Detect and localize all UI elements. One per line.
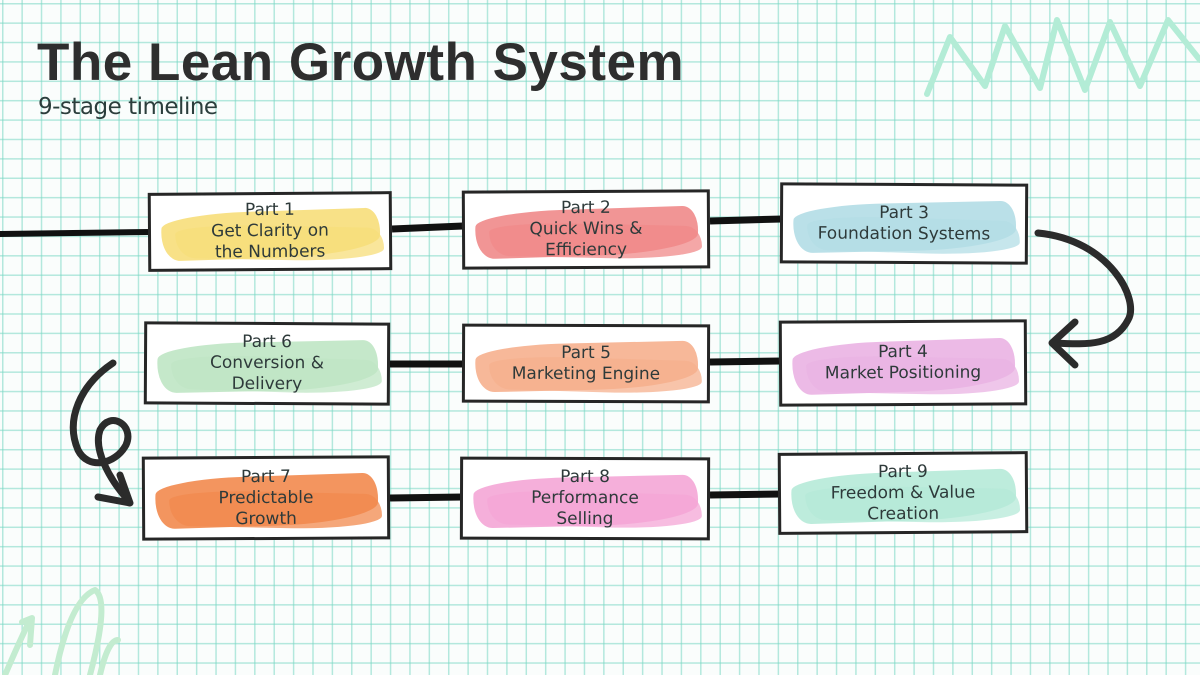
swirl-decoration xyxy=(2,587,121,675)
stage-part-label: Part 9 xyxy=(877,461,928,482)
stage-card-5[interactable]: Part 5 Marketing Engine xyxy=(461,323,711,404)
stage-part-label: Part 8 xyxy=(560,466,610,488)
zigzag-decoration xyxy=(924,17,1200,97)
arrowhead-left xyxy=(94,471,134,507)
stage-title: Predictable Growth xyxy=(218,487,314,529)
stage-card-1[interactable]: Part 1 Get Clarity on the Numbers xyxy=(147,191,393,272)
page-subtitle: 9-stage timeline xyxy=(38,94,218,120)
stage-card-3[interactable]: Part 3 Foundation Systems xyxy=(779,182,1029,265)
stage-title: Get Clarity on the Numbers xyxy=(211,220,329,263)
stage-title: Conversion & Delivery xyxy=(209,352,325,395)
connector-2-3 xyxy=(709,215,783,225)
connector-5-4 xyxy=(709,357,783,366)
stage-part-label: Part 3 xyxy=(879,202,930,223)
curved-arrow-right xyxy=(1034,229,1135,348)
stage-card-2[interactable]: Part 2 Quick Wins & Efficiency xyxy=(461,189,711,270)
connector-7-8 xyxy=(389,493,464,502)
stage-part-label: Part 6 xyxy=(242,331,293,353)
stage-part-label: Part 5 xyxy=(561,342,611,363)
loop-arrow-left xyxy=(69,359,132,504)
stage-title: Foundation Systems xyxy=(817,223,991,244)
stage-part-label: Part 7 xyxy=(240,466,291,487)
stage-title: Market Positioning xyxy=(824,362,982,384)
timeline-line-start xyxy=(0,229,153,237)
stage-part-label: Part 2 xyxy=(560,197,611,219)
stage-part-label: Part 4 xyxy=(877,341,928,363)
connector-8-9 xyxy=(709,490,783,499)
stage-title: Marketing Engine xyxy=(511,363,661,384)
stage-card-7[interactable]: Part 7 Predictable Growth xyxy=(141,455,391,541)
connector-1-2 xyxy=(391,222,464,233)
stage-card-9[interactable]: Part 9 Freedom & Value Creation xyxy=(777,451,1029,535)
stage-card-4[interactable]: Part 4 Market Positioning xyxy=(778,319,1028,407)
stage-part-label: Part 1 xyxy=(244,199,295,221)
stage-card-6[interactable]: Part 6 Conversion & Delivery xyxy=(143,321,391,406)
stage-title: Quick Wins & Efficiency xyxy=(529,218,643,261)
stage-title: Performance Selling xyxy=(531,487,639,530)
arrowhead-right xyxy=(1048,318,1079,369)
page-title: The Lean Growth System xyxy=(37,33,685,92)
stage-card-8[interactable]: Part 8 Performance Selling xyxy=(459,456,711,541)
stage-title: Freedom & Value Creation xyxy=(830,481,976,524)
